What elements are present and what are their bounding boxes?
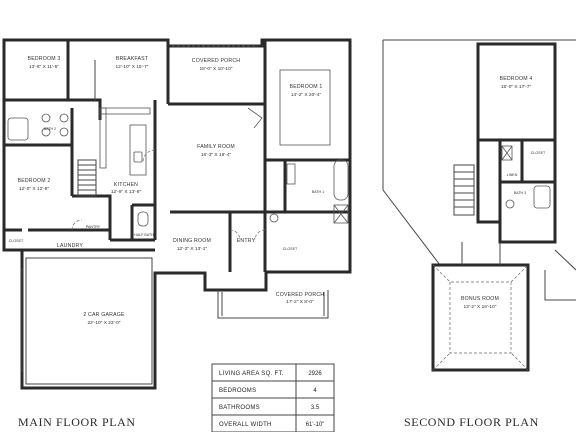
family-room-label: FAMILY ROOM — [197, 144, 235, 150]
fireplace — [247, 107, 263, 129]
second-room-labels: BEDROOM 4 15'-0" X 17'-7" CLOSET LINEN B… — [461, 76, 546, 310]
breakfast-dims: 12'-10" X 15'-7" — [116, 64, 149, 70]
dining-room-dims: 12'-2" X 13'-1" — [177, 246, 208, 252]
dining-room-label: DINING ROOM — [173, 238, 211, 244]
stat-value-living-area: 2926 — [308, 371, 322, 377]
garage-label: 2 CAR GARAGE — [83, 312, 125, 318]
bonus-room-dims: 13'-2" X 16'-10" — [464, 304, 497, 310]
front-porch-outline — [217, 290, 329, 319]
bedroom1-label: BEDROOM 1 — [290, 84, 323, 90]
upper-interior-walls — [478, 138, 555, 222]
stat-label-bedrooms: BEDROOMS — [219, 388, 256, 394]
stat-value-bathrooms: 3.5 — [311, 405, 320, 411]
bedroom1-bed-outline — [279, 69, 331, 146]
bonus-room-sloped-ceiling — [432, 264, 529, 371]
second-floor-title: SECOND FLOOR PLAN — [404, 415, 539, 429]
main-floor-plan: BEDROOM 3 13'-8" X 11'-5" BATH 2 BREAKFA… — [2, 38, 352, 390]
main-floor-title: MAIN FLOOR PLAN — [18, 415, 136, 429]
breakfast-label: BREAKFAST — [116, 56, 149, 62]
main-room-labels: BEDROOM 3 13'-8" X 11'-5" BATH 2 BREAKFA… — [9, 56, 324, 326]
pantry-label: PANTRY — [86, 225, 101, 229]
upper-stairs — [453, 164, 475, 216]
bedroom4-dims: 15'-0" X 17'-7" — [501, 84, 532, 90]
bedroom2-dims: 12'-0" X 12'-8" — [19, 186, 50, 192]
garage-inner — [25, 257, 153, 385]
bedroom4-label: BEDROOM 4 — [500, 76, 533, 82]
kitchen-dims: 12'-9" X 13'-9" — [111, 189, 142, 195]
second-floor-plan: BEDROOM 4 15'-0" X 17'-7" CLOSET LINEN B… — [382, 39, 576, 372]
bath-fixtures — [7, 113, 349, 224]
covered-porch-label: COVERED PORCH — [192, 58, 240, 64]
stat-value-bedrooms: 4 — [313, 388, 317, 394]
laundry-label: LAUNDRY — [57, 243, 83, 249]
stats-table: LIVING AREA SQ. FT. 2926 BEDROOMS 4 BATH… — [211, 363, 335, 432]
bath3-label: BATH 3 — [514, 191, 526, 195]
stat-label-overall-width: OVERALL WIDTH — [219, 422, 272, 428]
linen-label: LINEN — [507, 173, 518, 177]
second-floor-exterior-wall — [476, 42, 557, 244]
entry-label: ENTRY — [237, 238, 256, 244]
kitchen-fixtures — [99, 107, 151, 227]
attic-connector — [461, 242, 501, 265]
family-room-dims: 16'-3" X 18'-4" — [201, 152, 232, 158]
front-porch-label: COVERED PORCH — [276, 292, 324, 298]
kitchen-label: KITCHEN — [114, 182, 138, 188]
stat-label-bathrooms: BATHROOMS — [219, 405, 260, 411]
bath1-label: BATH 1 — [312, 190, 324, 194]
covered-porch-dims: 18'-0" X 10'-10" — [200, 66, 233, 72]
front-porch-columns — [221, 292, 325, 316]
closet-a-label: CLOSET — [9, 239, 24, 243]
bedroom2-label: BEDROOM 2 — [18, 178, 51, 184]
attic-outline — [382, 39, 576, 301]
closet-b-label: CLOSET — [283, 247, 298, 251]
bonus-room-label: BONUS ROOM — [461, 296, 499, 302]
stat-value-overall-width: 61'-10" — [306, 422, 325, 428]
bedroom3-dims: 13'-8" X 11'-5" — [29, 64, 59, 70]
door-swings — [71, 149, 266, 241]
half-bath-label: HALF BATH — [134, 233, 154, 237]
bath3-fixtures — [501, 145, 551, 209]
upper-closet-label: CLOSET — [531, 151, 546, 155]
bath2-label: BATH 2 — [44, 127, 56, 131]
front-porch-dims: 17'-2" X 8'-0" — [286, 299, 314, 305]
stat-label-living-area: LIVING AREA SQ. FT. — [219, 371, 284, 377]
bonus-room-wall — [431, 263, 530, 372]
garage-dims: 22'-10" X 23'-0" — [88, 320, 121, 326]
main-stairs — [77, 159, 97, 197]
bedroom1-dims: 14'-2" X 20'-4" — [291, 92, 322, 98]
bedroom3-label: BEDROOM 3 — [28, 56, 61, 62]
